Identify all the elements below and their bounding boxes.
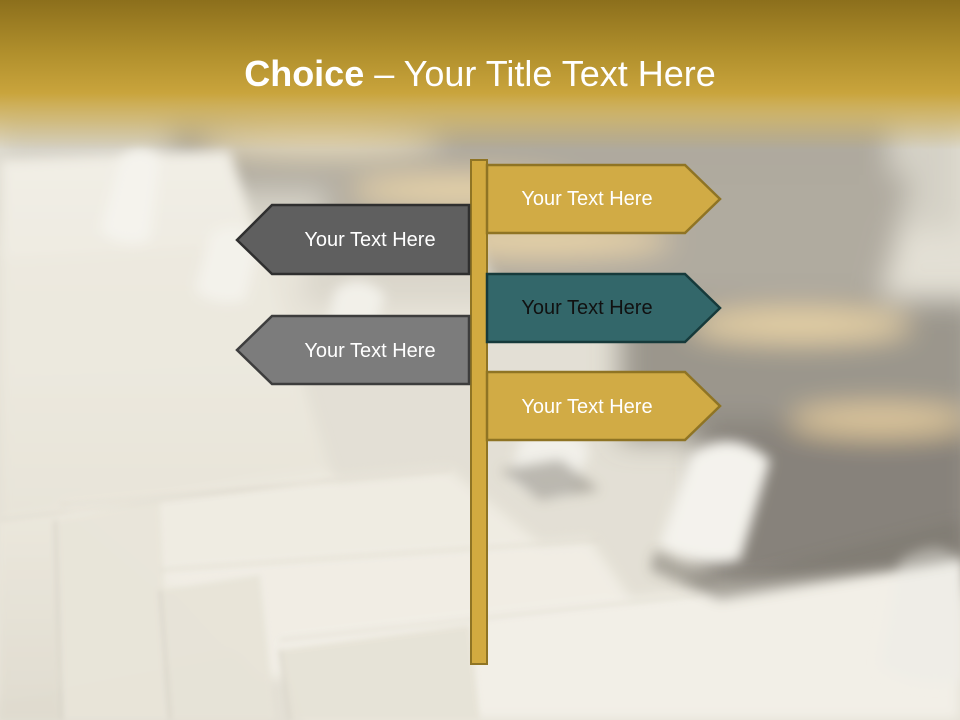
sign-left-1-shape[interactable]: [235, 203, 471, 276]
sign-left-2-shape[interactable]: [235, 314, 471, 386]
sign-right-1-shape[interactable]: [485, 163, 722, 235]
sign-right-1-label: Your Text Here: [521, 188, 653, 210]
sign-left-2-label: Your Text Here: [304, 340, 436, 362]
sign-right-2-shape[interactable]: [485, 272, 722, 344]
slide-title: Choice – Your Title Text Here: [0, 50, 960, 98]
title-dash: –: [364, 53, 404, 94]
signpost-post: [470, 159, 488, 665]
title-text: Your Title Text Here: [403, 53, 716, 94]
sign-right-3-label: Your Text Here: [521, 396, 653, 418]
sign-right-3-shape[interactable]: [485, 370, 722, 442]
sign-right-2-label: Your Text Here: [521, 297, 653, 319]
title-band: [0, 0, 960, 150]
title-bold: Choice: [244, 53, 365, 94]
sign-left-1-label: Your Text Here: [304, 229, 436, 251]
